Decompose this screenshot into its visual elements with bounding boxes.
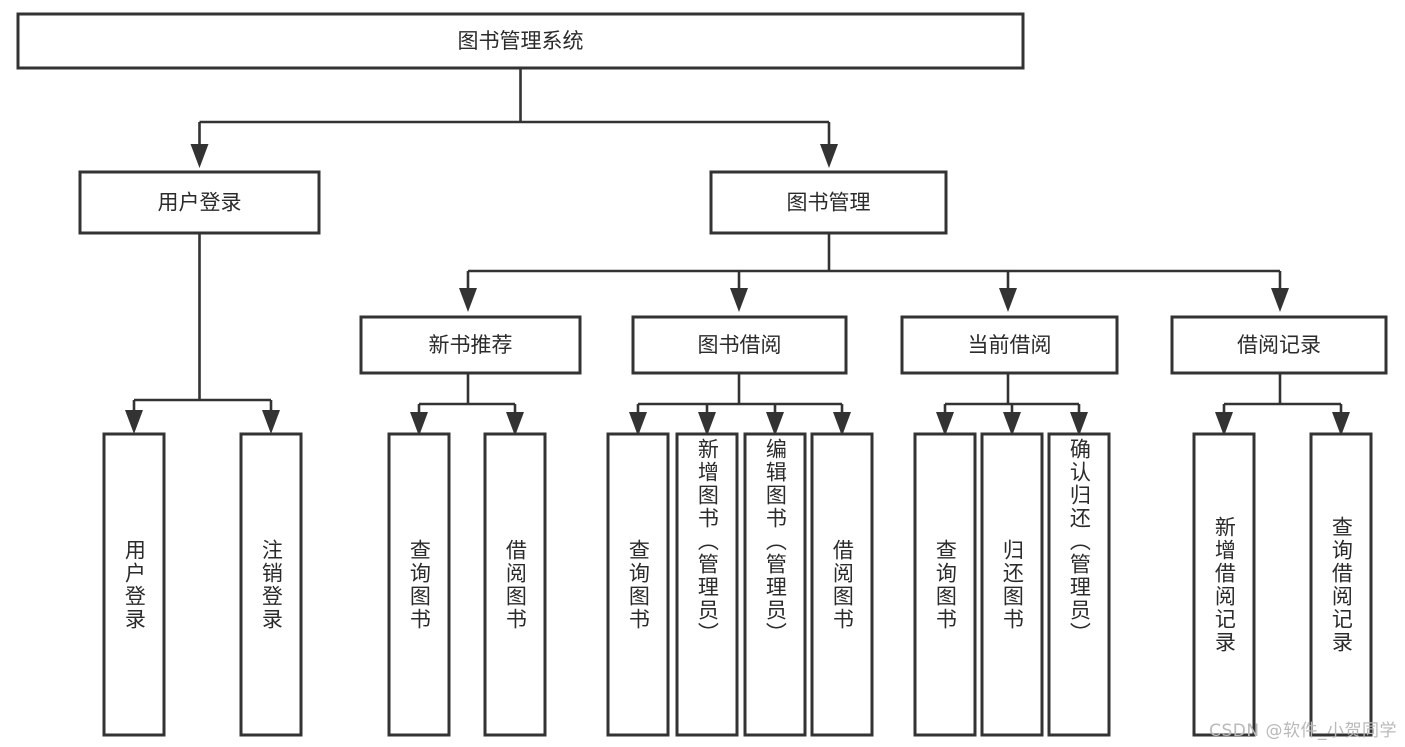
node-book-manage-label: 图书管理: [787, 191, 871, 215]
node-new-book-recommend-label: 新书推荐: [429, 333, 513, 357]
node-leaf-confirm-return[interactable]: [1047, 432, 1111, 737]
arrow-head-icon: [190, 144, 209, 168]
arrow-head-icon: [262, 410, 280, 434]
node-leaf-query-book-2[interactable]: [606, 432, 670, 737]
arrow-head-icon: [820, 144, 838, 168]
node-leaf-borrow-book-2[interactable]: [810, 432, 874, 737]
arrow-head-icon: [1332, 412, 1350, 436]
node-leaf-add-book[interactable]: [675, 432, 739, 737]
node-leaf-query-book-1[interactable]: [387, 432, 451, 737]
node-leaf-user-login[interactable]: [102, 432, 166, 737]
connector-currentborrow-to-leaves: [936, 373, 1088, 436]
node-user-login-label: 用户登录: [158, 191, 242, 215]
watermark-text: CSDN @软件_小贺同学: [1209, 721, 1397, 741]
node-leaf-add-record[interactable]: [1192, 432, 1256, 737]
node-borrow-record[interactable]: 借阅记录: [1170, 315, 1388, 375]
arrow-head-icon: [766, 412, 784, 436]
arrow-head-icon: [833, 412, 851, 436]
node-book-borrow-label: 图书借阅: [698, 333, 782, 357]
node-user-login[interactable]: 用户登录: [78, 170, 321, 235]
node-current-borrow[interactable]: 当前借阅: [900, 315, 1119, 375]
connector-borrowrecord-to-leaves: [1215, 373, 1350, 436]
arrow-head-icon: [629, 412, 647, 436]
node-root-label: 图书管理系统: [458, 29, 584, 53]
arrow-head-icon: [730, 288, 748, 312]
node-leaf-logout[interactable]: [239, 432, 303, 737]
connector-userlogin-to-leaves: [125, 233, 280, 434]
leaf-boxes: [102, 432, 1373, 737]
arrow-head-icon: [1215, 412, 1233, 436]
node-leaf-query-record[interactable]: [1309, 432, 1373, 737]
node-book-manage[interactable]: 图书管理: [709, 170, 948, 235]
node-borrow-record-label: 借阅记录: [1237, 333, 1321, 357]
node-current-borrow-label: 当前借阅: [968, 333, 1052, 357]
arrow-head-icon: [1003, 412, 1021, 436]
node-leaf-edit-book[interactable]: [743, 432, 807, 737]
arrow-head-icon: [999, 288, 1017, 312]
arrow-head-icon: [1271, 288, 1289, 312]
connector-bookmanage-to-level3: [459, 233, 1289, 312]
arrow-head-icon: [1070, 412, 1088, 436]
node-root[interactable]: 图书管理系统: [16, 12, 1025, 70]
arrow-head-icon: [936, 412, 954, 436]
arrow-head-icon: [410, 412, 428, 436]
node-leaf-return-book[interactable]: [980, 432, 1044, 737]
arrow-head-icon: [506, 412, 524, 436]
connector-root-to-level2: [190, 68, 838, 168]
node-leaf-borrow-book-1[interactable]: [483, 432, 547, 737]
node-new-book-recommend[interactable]: 新书推荐: [359, 315, 582, 375]
node-leaf-query-book-3[interactable]: [913, 432, 977, 737]
node-book-borrow[interactable]: 图书借阅: [631, 315, 848, 375]
arrow-head-icon: [459, 288, 477, 312]
connector-bookborrow-to-leaves: [629, 373, 851, 436]
arrow-head-icon: [125, 410, 143, 434]
arrow-head-icon: [698, 412, 716, 436]
connector-newbook-to-leaves: [410, 373, 524, 436]
